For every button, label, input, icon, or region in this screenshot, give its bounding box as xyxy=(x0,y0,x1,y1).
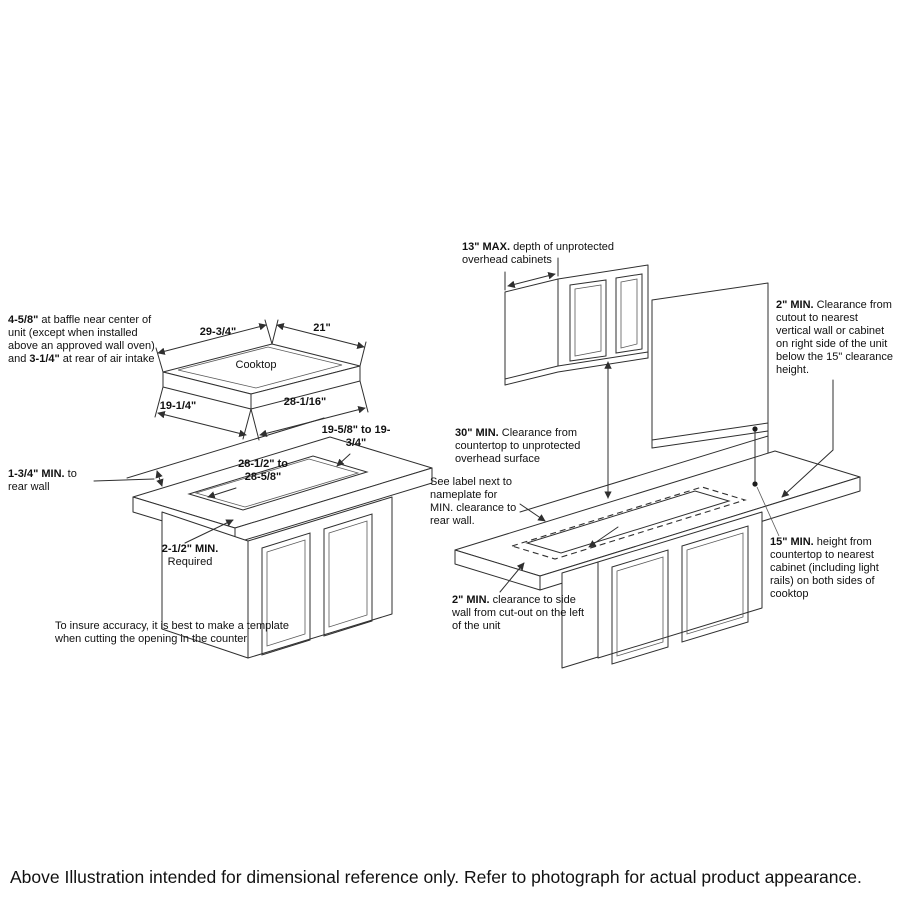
cabinet-height-dim: 15" MIN. xyxy=(770,536,814,548)
front-clearance-note: 2-1/2" MIN. Required xyxy=(142,543,238,569)
clearance-drawing xyxy=(454,257,861,669)
cabinet-height-note: 15" MIN. height from countertop to neare… xyxy=(770,536,882,601)
cooktop-dim-bottom-right: 28-1/16" xyxy=(283,396,327,408)
overhead-clearance-note: 30" MIN. Clearance from countertop to un… xyxy=(455,427,593,466)
baffle-text-1: at baffle near center of unit (except wh… xyxy=(8,314,155,365)
cutout-depth-dim: 19-5/8" to 19-3/4" xyxy=(321,424,391,449)
right-side-clearance-text: Clearance from cutout to nearest vertica… xyxy=(776,299,894,376)
overhead-depth-text: depth of unprotected overhead cabinets xyxy=(462,241,614,266)
overhead-depth-note: 13" MAX. depth of unprotected overhead c… xyxy=(462,241,632,267)
counter-cutout-drawing xyxy=(93,417,433,659)
template-accuracy-note: To insure accuracy, it is best to make a… xyxy=(55,620,289,645)
baffle-dim-2: 3-1/4" xyxy=(29,352,60,365)
left-side-clearance-dim: 2" MIN. xyxy=(452,594,490,606)
cabinet-height-text: height from countertop to nearest cabine… xyxy=(770,536,879,600)
front-clearance-text: Required xyxy=(167,555,213,568)
right-side-clearance-note: 2" MIN. Clearance from cutout to nearest… xyxy=(776,299,894,377)
right-side-clearance-dim: 2" MIN. xyxy=(776,299,814,311)
cooktop-dim-top-right: 21" xyxy=(313,322,331,334)
cutout-width-dim: 28-1/2" to 28-5/8" xyxy=(238,458,288,483)
cooktop-dim-bottom-left: 19-1/4" xyxy=(159,400,197,412)
left-side-clearance-text: clearance to side wall from cut-out on t… xyxy=(452,594,585,632)
left-side-clearance-note: 2" MIN. clearance to side wall from cut-… xyxy=(452,594,594,633)
rear-wall-text: to rear wall xyxy=(8,468,77,493)
disclaimer-caption: Above Illustration intended for dimensio… xyxy=(10,867,862,887)
overhead-depth-dim: 13" MAX. xyxy=(462,241,511,253)
cooktop-drawing xyxy=(154,319,369,441)
front-clearance-dim: 2-1/2" MIN. xyxy=(161,543,219,555)
baffle-text-2: at rear of air intake xyxy=(59,352,155,365)
overhead-clearance-text: Clearance from countertop to unprotected… xyxy=(455,427,581,465)
overhead-clearance-dim: 30" MIN. xyxy=(455,427,499,439)
baffle-dim-1: 4-5/8" xyxy=(8,314,39,326)
cooktop-dim-top-left: 29-3/4" xyxy=(199,326,237,338)
nameplate-note: See label next to nameplate for MIN. cle… xyxy=(430,476,517,527)
cooktop-label: Cooktop xyxy=(235,359,277,371)
rear-wall-dim: 1-3/4" MIN. xyxy=(8,468,65,480)
rear-wall-clearance-note: 1-3/4" MIN. to rear wall xyxy=(8,468,92,494)
baffle-note: 4-5/8" at baffle near center of unit (ex… xyxy=(8,314,160,366)
